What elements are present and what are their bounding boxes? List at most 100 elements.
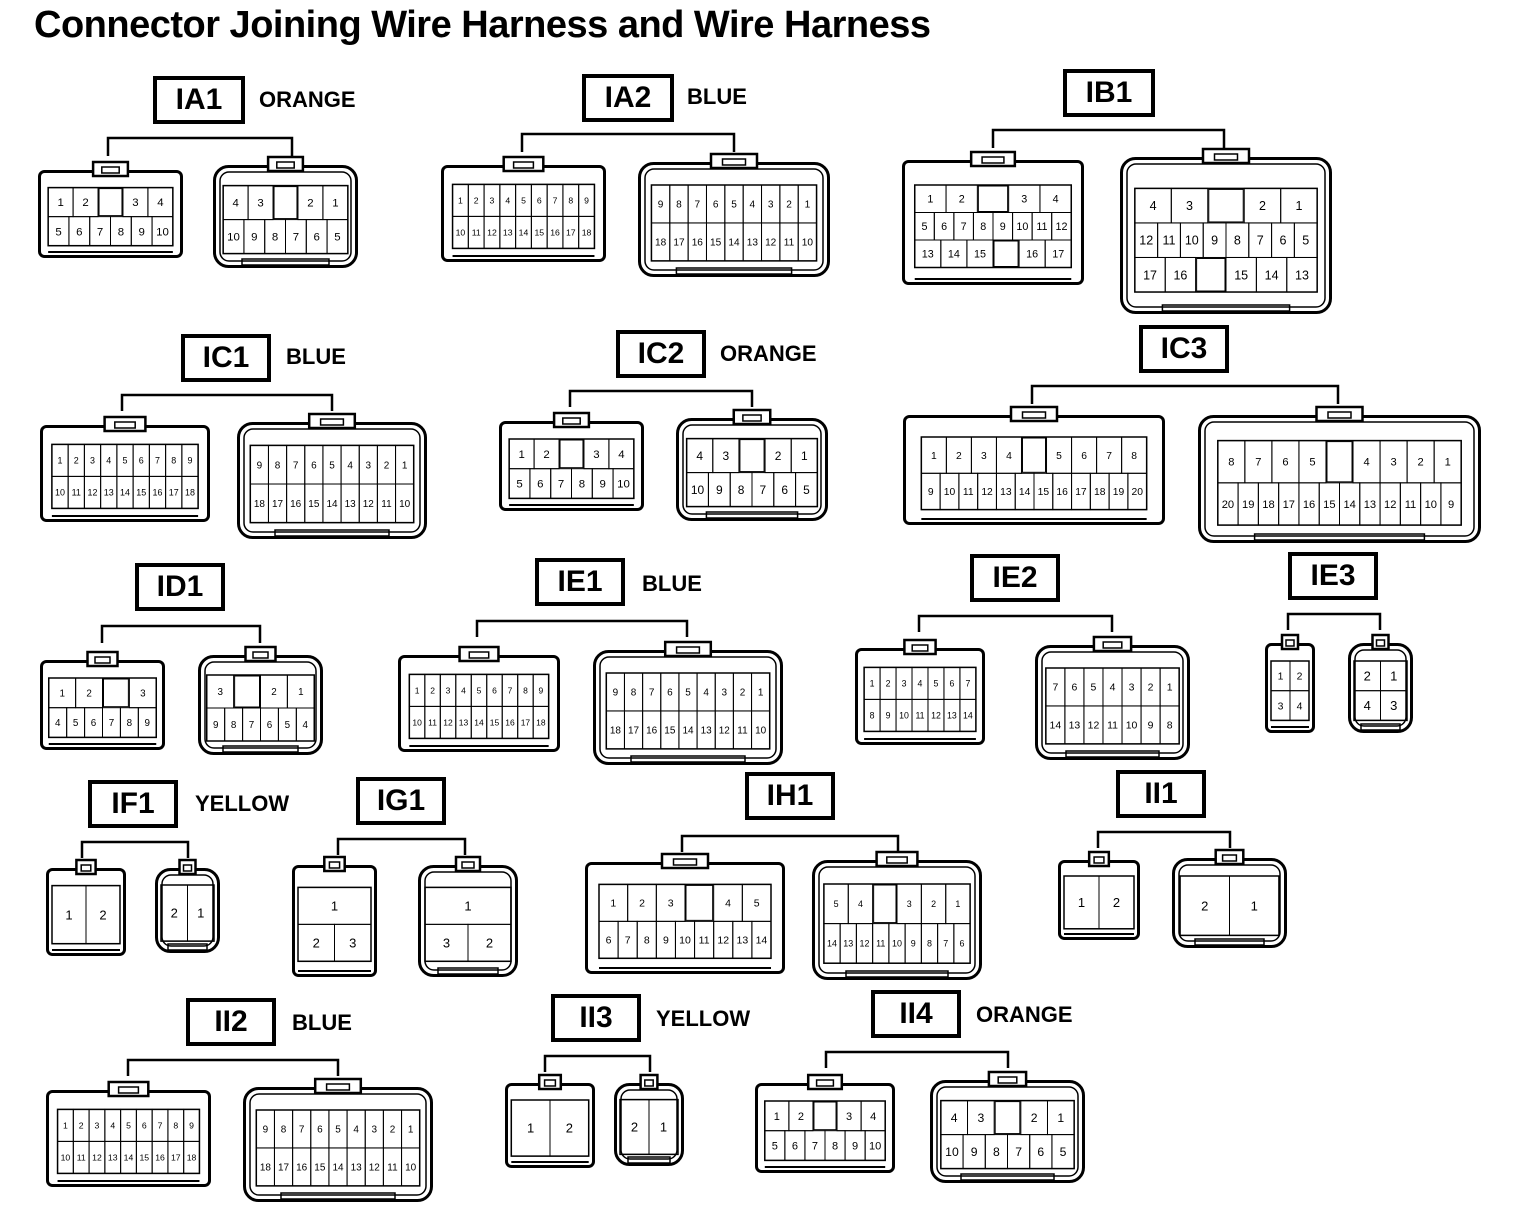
pin-number: 7 [158,1121,163,1131]
pin-number: 13 [922,249,934,261]
pin-number: 13 [843,939,853,949]
pin-number: 9 [1211,234,1218,248]
pin-number: 2 [1113,895,1120,910]
pin-number: 12 [931,711,941,721]
pin-number: 1 [1295,199,1302,213]
pin-number: 2 [430,685,435,695]
pin-number: 1 [415,685,420,695]
pin-number: 12 [981,487,993,498]
connector-code-ib1: IB1 [1063,69,1155,117]
lock-tab-slot [997,1076,1018,1084]
pin-number: 11 [963,487,974,498]
pin-number: 10 [1016,221,1028,233]
pin-number: 15 [1234,268,1248,282]
connector-body [855,648,985,745]
pin-cell [151,216,174,247]
connector-code-ii2: II2 [186,998,276,1046]
pin-blank [234,675,260,708]
pin-number: 5 [1056,451,1062,462]
pin-number: 14 [682,726,694,737]
lock-tab-slot [80,864,92,872]
pair-bracket [991,128,1226,148]
base-rail [705,511,799,519]
pin-number: 14 [756,935,768,947]
connector-code-if1: IF1 [88,780,178,828]
pin-number: 3 [366,460,372,471]
pin-number: 13 [1000,487,1012,498]
pin-number: 13 [351,1163,363,1174]
pair-bracket [1030,384,1340,404]
pin-number: 9 [911,939,916,949]
pin-number: 10 [61,1153,71,1163]
pin-number: 2 [86,688,91,699]
pin-number: 17 [1283,499,1295,511]
pair-bracket [336,837,467,855]
pin-number: 1 [758,688,764,699]
pin-number: 14 [1343,499,1355,511]
pin-number: 4 [1110,683,1116,694]
pin-number: 11 [737,726,748,737]
pin-number: 6 [537,196,542,206]
pin-number: 2 [1148,683,1154,694]
lock-tab-slot [328,861,341,869]
pin-number: 1 [518,449,524,461]
pin-number: 5 [922,221,928,233]
pin-number: 5 [731,200,737,211]
pin-number: 19 [1242,499,1254,511]
pin-number: 4 [461,685,466,695]
pin-number: 1 [805,200,811,211]
pin-number: 8 [676,200,682,211]
lock-tab-slot [1375,639,1386,647]
pin-number: 8 [231,720,237,731]
pin-cell [1286,256,1318,293]
pin-number: 18 [1262,499,1274,511]
lock-tab-slot [276,161,295,169]
pin-number: 5 [516,479,522,491]
pin-number: 3 [490,196,495,206]
pin-number: 1 [298,687,303,698]
pin-number: 11 [876,939,885,949]
pin-number: 7 [760,483,767,497]
pin-number: 6 [311,460,317,471]
connector-body [243,1087,433,1202]
lock-tab-slot [911,644,929,652]
pin-number: 6 [1081,451,1087,462]
connector-code-ii1: II1 [1116,770,1206,818]
pin-number: 2 [786,200,792,211]
pin-cell [959,698,977,732]
pin-number: 2 [1201,898,1208,913]
pin-number: 7 [695,200,701,211]
pin-number: 12 [1384,499,1396,511]
pin-number: 12 [765,238,777,249]
pin-number: 1 [774,1111,780,1123]
pin-number: 8 [568,196,573,206]
pin-number: 6 [606,935,612,947]
pin-number: 4 [696,449,703,463]
pin-cell [187,884,215,942]
base-rail [630,755,746,763]
pin-number: 2 [79,1121,84,1131]
pin-number: 5 [834,899,839,909]
pin-number: 18 [582,228,592,238]
pin-number: 4 [870,1111,876,1123]
lock-tab-slot [672,858,698,866]
pin-number: 8 [870,711,875,721]
base-rail [274,529,390,537]
pin-number: 4 [232,198,239,210]
pin-number: 18 [187,1153,197,1163]
base-rail [222,745,299,753]
pin-number: 6 [313,232,319,244]
pin-number: 8 [1228,457,1234,469]
pin-number: 9 [251,232,257,244]
pair-bracket [80,840,190,858]
base-rail [627,1156,671,1164]
pin-number: 5 [521,196,526,206]
pin-number: 1 [1445,457,1451,469]
pin-number: 12 [719,726,731,737]
pin-number: 6 [537,479,543,491]
